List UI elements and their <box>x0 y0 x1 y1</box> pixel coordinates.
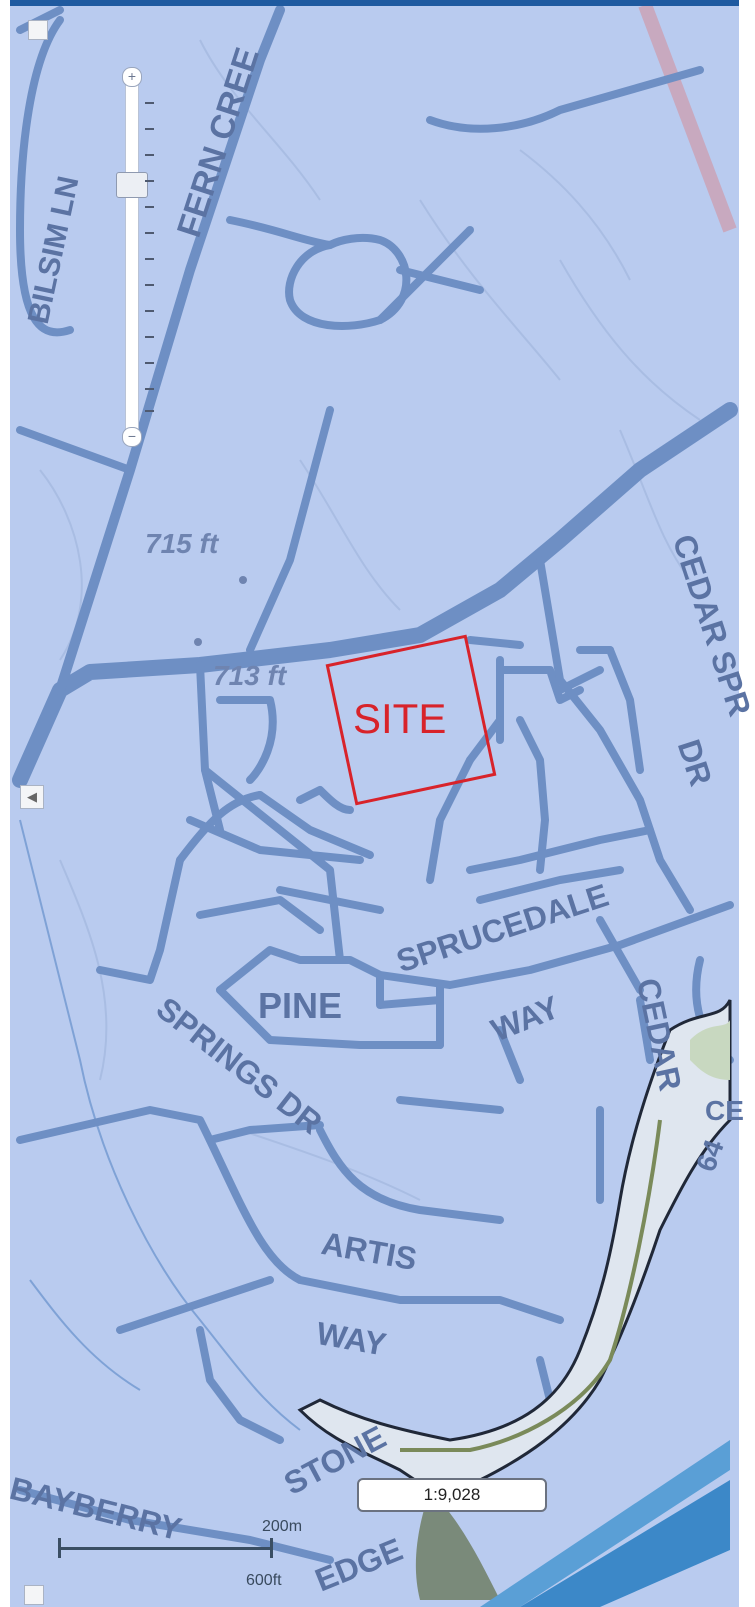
street-label: CE <box>705 1095 744 1126</box>
zoom-slider-handle[interactable] <box>116 172 148 198</box>
pan-left-button[interactable]: ◀ <box>20 785 44 809</box>
top-border <box>0 0 755 6</box>
elevation-label: 715 ft <box>145 528 219 559</box>
zoom-out-button[interactable]: − <box>122 427 142 447</box>
elevation-label: 713 ft <box>213 660 287 691</box>
scale-bar <box>58 1547 272 1550</box>
zoom-slider-track[interactable] <box>125 75 139 445</box>
street-label: PINE <box>258 985 343 1026</box>
left-border <box>0 0 10 1607</box>
zoom-in-button[interactable]: + <box>122 67 142 87</box>
site-label: SITE <box>353 695 447 742</box>
scale-bar-cap <box>58 1538 61 1558</box>
collapse-corner-icon[interactable] <box>28 20 48 40</box>
right-border <box>739 0 755 1607</box>
expand-corner-icon[interactable] <box>24 1585 44 1605</box>
scale-imperial-label: 600ft <box>246 1572 282 1589</box>
scale-ratio: 1:9,028 <box>357 1478 547 1512</box>
scale-bar-cap <box>270 1538 273 1558</box>
scale-metric-label: 200m <box>262 1518 303 1535</box>
